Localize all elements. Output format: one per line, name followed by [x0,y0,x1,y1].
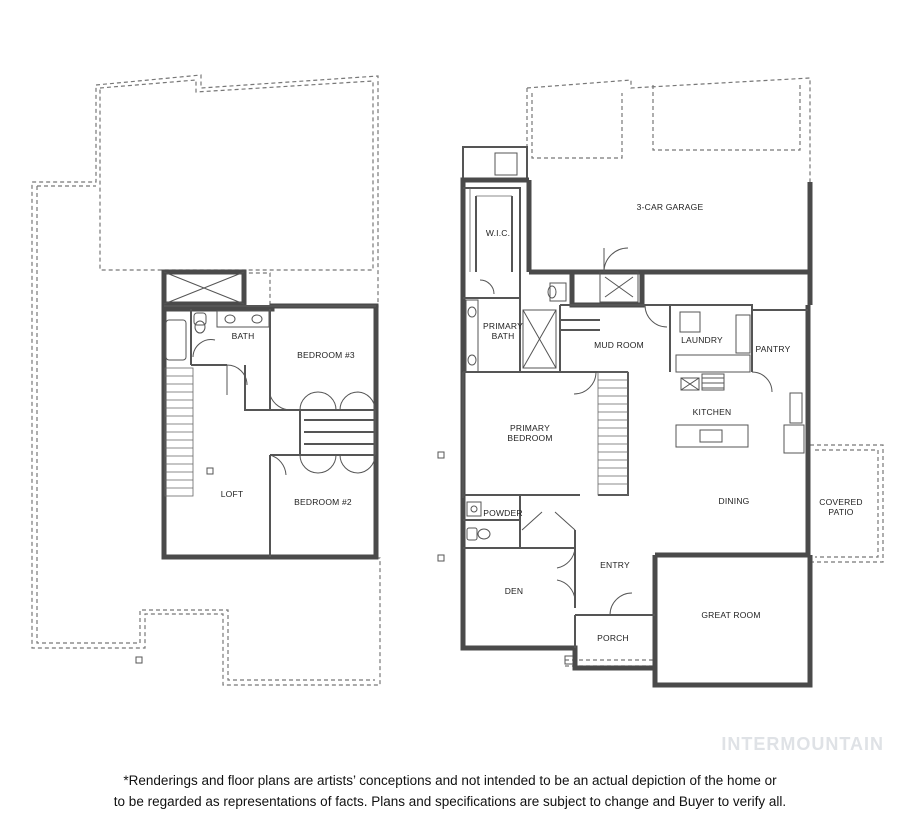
room-label-primary-bath-2: BATH [492,331,515,341]
upper-stairs [164,367,194,497]
room-label-bedroom-2: BEDROOM #2 [294,497,352,507]
room-label-wic: W.I.C. [486,228,510,238]
room-label-kitchen: KITCHEN [693,407,732,417]
room-label-covered-patio-2: PATIO [828,507,853,517]
room-label-bath: BATH [232,331,255,341]
upper-roof-outline [31,74,381,686]
bathtub [165,319,187,361]
room-label-primary-bedroom-1: PRIMARY [510,423,550,433]
room-label-den: DEN [505,586,524,596]
room-label-primary-bath-1: PRIMARY [483,321,523,331]
column-marker [135,656,143,664]
room-label-pantry: PANTRY [756,344,791,354]
upper-floor-plan: BATH BEDROOM #3 LOFT BEDROOM #2 [31,74,381,686]
vanity [216,310,270,328]
kitchen-island [675,424,749,448]
room-label-covered-patio-1: COVERED [819,497,862,507]
upper-roof-inner [99,79,374,271]
main-floor-walls [460,177,813,688]
room-label-great-room: GREAT ROOM [701,610,760,620]
upper-roof-inner-2 [36,185,375,681]
disclaimer: *Renderings and floor plans are artists’… [0,770,900,812]
room-label-porch: PORCH [597,633,629,643]
range [701,373,725,391]
room-label-entry: ENTRY [600,560,630,570]
main-floor-plan: W.I.C. PRIMARY BATH MUD ROOM LAUNDRY PAN… [437,77,884,688]
room-label-dining: DINING [719,496,750,506]
room-label-loft: LOFT [221,489,244,499]
open-to-below [161,269,247,307]
main-roof-outline [526,77,811,305]
room-label-primary-bedroom-2: BEDROOM [507,433,552,443]
room-label-garage: 3-CAR GARAGE [637,202,704,212]
room-label-powder: POWDER [483,508,522,518]
room-label-bedroom-3: BEDROOM #3 [297,350,355,360]
disclaimer-line-1: *Renderings and floor plans are artists’… [123,773,777,788]
disclaimer-line-2: to be regarded as representations of fac… [113,794,787,809]
room-label-mud-room: MUD ROOM [594,340,644,350]
room-label-laundry: LAUNDRY [681,335,723,345]
main-stairs [597,371,629,496]
watermark-logo: INTERMOUNTAIN [721,734,884,754]
